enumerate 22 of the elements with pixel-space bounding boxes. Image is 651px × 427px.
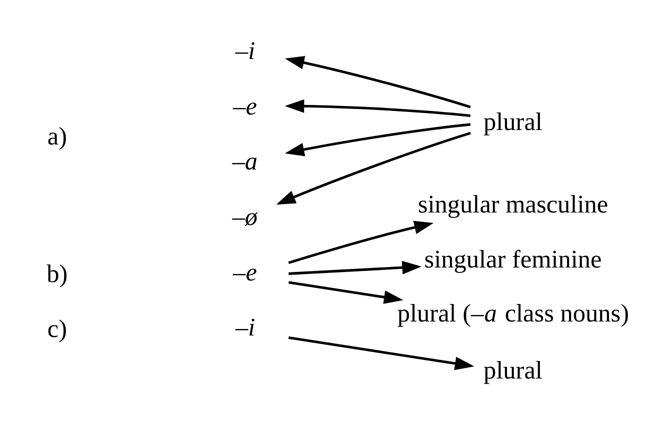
node-text: –e bbox=[233, 92, 257, 120]
arrow bbox=[288, 220, 434, 264]
arrow bbox=[288, 281, 404, 304]
arrow bbox=[288, 336, 474, 370]
node-text: –a bbox=[232, 148, 258, 176]
arrow bbox=[284, 99, 471, 118]
arrow bbox=[284, 56, 471, 108]
arrow bbox=[276, 132, 471, 205]
label: c) bbox=[47, 315, 68, 344]
node-text: plural bbox=[484, 108, 542, 136]
node-text: –e bbox=[233, 258, 257, 286]
node-text: –i bbox=[235, 314, 256, 342]
label: b) bbox=[46, 260, 68, 288]
label: a) bbox=[47, 122, 68, 150]
node-text: singular masculine bbox=[418, 190, 608, 218]
node-text: plural (–a class nouns) bbox=[397, 299, 630, 328]
arrow bbox=[284, 123, 471, 156]
node-text: –i bbox=[235, 37, 256, 66]
node-text: –ø bbox=[232, 203, 258, 232]
node-text: plural bbox=[484, 356, 542, 384]
node-text: singular feminine bbox=[424, 246, 602, 274]
arrow bbox=[288, 260, 422, 275]
